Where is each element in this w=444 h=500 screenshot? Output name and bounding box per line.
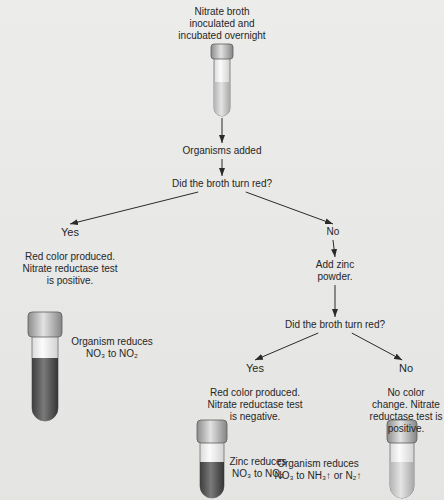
flow-arrow <box>335 285 336 317</box>
branch-answer: No <box>369 362 443 375</box>
step-text: Organisms added <box>163 145 281 157</box>
flow-step: YesRed color produced. Nitrate reductase… <box>203 360 307 425</box>
test-tube <box>28 312 62 421</box>
flow-step: Nitrate broth inoculated and incubated o… <box>172 4 272 118</box>
flow-arrow <box>222 118 223 143</box>
tube-liquid <box>32 358 58 421</box>
step-text: Did the broth turn red? <box>153 178 291 190</box>
tube-cap <box>197 420 227 443</box>
flow-arrow <box>246 192 333 224</box>
tube-liquid <box>214 82 230 116</box>
annotation-text: Organism reduces NO₃ to NO₂ <box>66 336 158 360</box>
test-tube <box>211 44 233 116</box>
flow-step: Add zinc powder. <box>303 257 367 285</box>
flow-arrow <box>352 333 402 360</box>
step-text: Red color produced. Nitrate reductase te… <box>19 251 121 287</box>
annotation-text: Organism reduces NO₃ to NH₃↑ or N₂↑ <box>270 458 366 482</box>
flow-step: Organisms added <box>162 143 282 159</box>
flow-step: YesRed color produced. Nitrate reductase… <box>18 224 122 289</box>
branch-answer: Yes <box>19 226 121 239</box>
tube-cap <box>211 44 233 59</box>
step-text: Red color produced. Nitrate reductase te… <box>204 387 306 423</box>
flow-step: No No color change. Nitrate reductase tes… <box>368 360 444 437</box>
flow-arrow <box>255 333 318 360</box>
tube-liquid <box>390 462 414 498</box>
tube-glass <box>32 336 58 421</box>
flow-step: Did the broth turn red? <box>152 176 292 192</box>
tube-liquid <box>200 462 224 498</box>
flow-arrow <box>333 240 335 257</box>
step-text: No <box>314 226 352 238</box>
tube-cap <box>28 312 62 337</box>
step-text: Did the broth turn red? <box>266 319 404 331</box>
flow-arrow <box>70 192 198 224</box>
test-tube <box>197 420 227 498</box>
tube-glass <box>390 442 414 498</box>
flow-step: Did the broth turn red? <box>265 317 405 333</box>
tube-glass <box>214 58 230 116</box>
flow-arrow <box>222 159 223 176</box>
step-text: Nitrate broth inoculated and incubated o… <box>173 6 271 42</box>
step-text: No color change. Nitrate reductase test … <box>369 387 443 435</box>
tube-glass <box>200 442 224 498</box>
flow-step: No <box>313 224 353 240</box>
branch-answer: Yes <box>204 362 306 375</box>
step-text: Add zinc powder. <box>304 259 366 283</box>
